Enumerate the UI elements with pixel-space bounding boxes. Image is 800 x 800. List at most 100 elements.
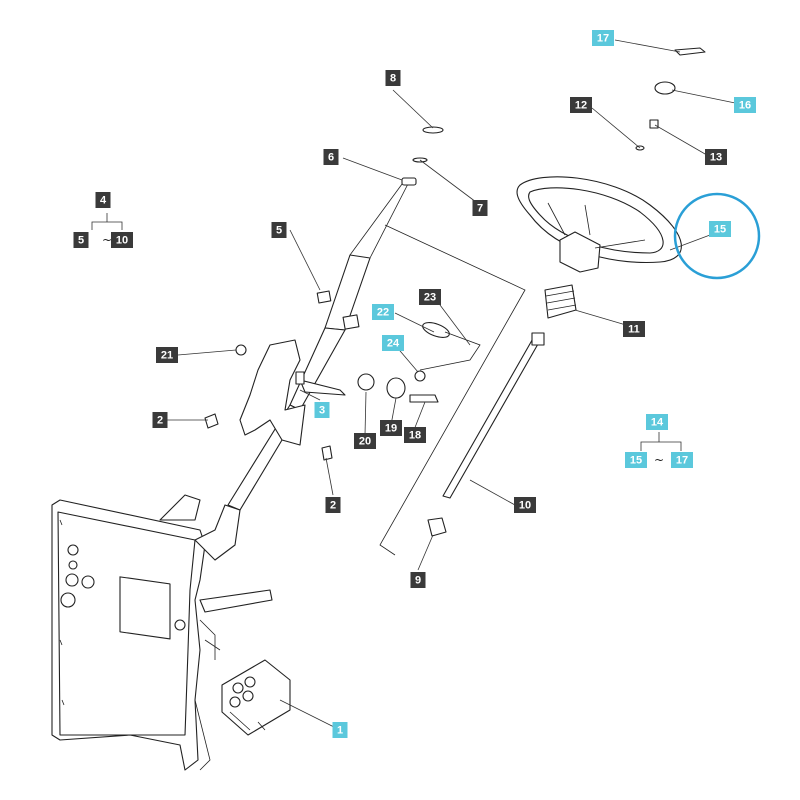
- steering-shaft-part: [427, 332, 545, 537]
- callout-box-c4a: [73, 232, 89, 248]
- callout-box-c9: [410, 572, 426, 588]
- callout-label-c15: 15: [714, 224, 726, 236]
- callout-box-c22: [372, 304, 394, 320]
- callout-box-c7: [472, 200, 488, 216]
- callout-c14b: 17: [671, 452, 693, 468]
- tilt-bracket-part: [239, 339, 346, 446]
- callout-box-c24: [382, 335, 404, 351]
- callout-c18: 18: [404, 427, 426, 443]
- steering-wheel-part: [516, 47, 706, 273]
- dash-panel-part: [51, 499, 206, 771]
- callout-label-c11: 11: [628, 324, 640, 336]
- small-hardware-parts: [204, 126, 481, 461]
- callout-label-c13: 13: [710, 152, 722, 164]
- callout-box-c16: [734, 97, 756, 113]
- callout-c12: 12: [570, 97, 592, 113]
- callout-c13: 13: [705, 149, 727, 165]
- callout-box-c4b: [111, 232, 133, 248]
- callout-box-c12: [570, 97, 592, 113]
- callout-box-c2b: [325, 497, 341, 513]
- callout-c17: 17: [592, 30, 614, 46]
- boot-part: [544, 284, 577, 319]
- callout-label-c8: 8: [390, 73, 396, 85]
- callout-c24: 24: [382, 335, 404, 351]
- callout-label-c20: 20: [359, 436, 371, 448]
- steering-valve-part: [221, 659, 291, 736]
- callout-box-c21: [156, 347, 178, 363]
- callout-label-c23: 23: [424, 292, 436, 304]
- callout-c23: 23: [419, 289, 441, 305]
- highlight-ring: [673, 192, 761, 280]
- callout-c22: 22: [372, 304, 394, 320]
- callout-c4b: 10: [111, 232, 133, 248]
- callout-box-c8: [385, 70, 401, 86]
- callout-label-c6: 6: [328, 152, 334, 164]
- steering-support-bracket: [159, 494, 273, 771]
- callout-label-c2a: 2: [157, 415, 163, 427]
- callout-label-c19: 19: [385, 423, 397, 435]
- callout-c4: 4: [95, 192, 111, 208]
- callout-box-c2a: [152, 412, 168, 428]
- callout-c3: 3: [314, 402, 330, 418]
- callout-label-c1: 1: [337, 725, 343, 737]
- callout-c7: 7: [472, 200, 488, 216]
- callout-label-c24: 24: [387, 338, 400, 350]
- callout-box-c3: [314, 402, 330, 418]
- callout-box-c1: [332, 722, 348, 738]
- leader-lines: [91, 39, 741, 731]
- callout-box-c15: [709, 221, 731, 237]
- callout-label-c4: 4: [100, 195, 107, 207]
- callout-label-c4b: 10: [116, 235, 128, 247]
- callout-label-c16: 16: [739, 100, 751, 112]
- callout-c6: 6: [323, 149, 339, 165]
- callout-box-c14: [646, 414, 668, 430]
- callout-label-c7: 7: [477, 203, 483, 215]
- callout-c9: 9: [410, 572, 426, 588]
- callout-label-c18: 18: [409, 430, 421, 442]
- callout-c21: 21: [156, 347, 178, 363]
- callout-box-c17: [592, 30, 614, 46]
- callout-box-c14a: [625, 452, 647, 468]
- callout-box-c19: [380, 420, 402, 436]
- callout-box-c14b: [671, 452, 693, 468]
- callout-c4a: 5: [73, 232, 89, 248]
- callout-label-c14: 14: [651, 417, 664, 429]
- callout-label-c17: 17: [597, 33, 609, 45]
- callout-c19: 19: [380, 420, 402, 436]
- callout-c2b: 2: [325, 497, 341, 513]
- callout-c11: 11: [623, 321, 645, 337]
- range-separator-14: ~: [654, 453, 664, 467]
- callout-c20: 20: [354, 433, 376, 449]
- callout-label-c22: 22: [377, 307, 389, 319]
- callout-box-c11: [623, 321, 645, 337]
- callout-c5: 5: [271, 222, 287, 238]
- callout-label-c21: 21: [161, 350, 173, 362]
- callout-c8: 8: [385, 70, 401, 86]
- callout-c1: 1: [332, 722, 348, 738]
- callout-c16: 16: [734, 97, 756, 113]
- callout-label-c14b: 17: [676, 455, 688, 467]
- callout-box-c13: [705, 149, 727, 165]
- callout-label-c2b: 2: [330, 500, 336, 512]
- callout-label-c10: 10: [519, 500, 531, 512]
- callout-label-c3: 3: [319, 405, 325, 417]
- callout-c14a: 15: [625, 452, 647, 468]
- callout-label-c4a: 5: [78, 235, 84, 247]
- callout-box-c20: [354, 433, 376, 449]
- callout-label-c9: 9: [415, 575, 421, 587]
- callout-box-c6: [323, 149, 339, 165]
- shaft-assembly-outline: [379, 224, 526, 556]
- callout-box-c18: [404, 427, 426, 443]
- callout-box-c23: [419, 289, 441, 305]
- callout-c2a: 2: [152, 412, 168, 428]
- callout-box-c4: [95, 192, 111, 208]
- callout-box-c10: [514, 497, 536, 513]
- callout-label-c12: 12: [575, 100, 587, 112]
- callout-label-c14a: 15: [630, 455, 642, 467]
- callout-c14: 14: [646, 414, 668, 430]
- callout-box-c5: [271, 222, 287, 238]
- callout-c15: 15: [709, 221, 731, 237]
